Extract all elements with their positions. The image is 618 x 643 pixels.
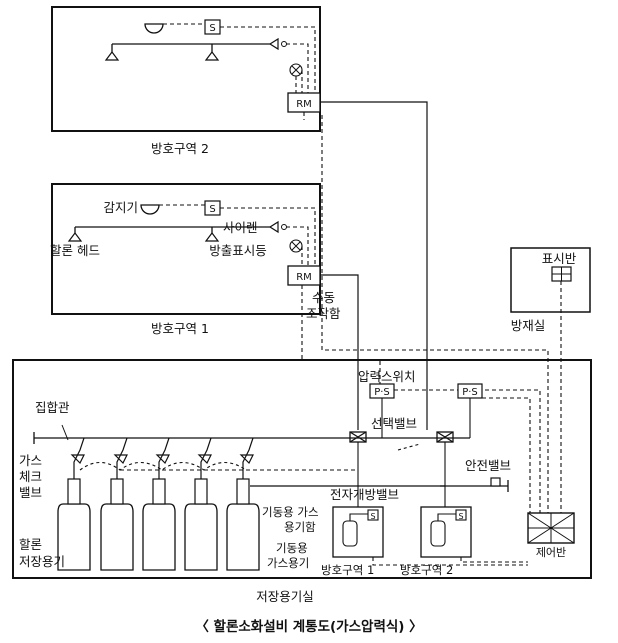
safety-valve-icon [490, 477, 501, 487]
halon-storage-bottles [57, 437, 260, 571]
detector-icon [144, 23, 164, 34]
detector-label: 감지기 [103, 200, 138, 215]
halon-head-icon [67, 232, 83, 242]
siren-icon [268, 37, 279, 51]
display-panel-label: 표시반 [542, 251, 577, 266]
manifold-label: 집합관 [35, 400, 70, 415]
storage-room: 집합관 선택밸브 P·S P·S 압력스위치 안전밸브 전자개방밸 [12, 359, 592, 579]
ps-label-1: P·S [374, 387, 390, 398]
detector-icon [140, 204, 160, 215]
starter-gas-label-1: 기동용 [276, 541, 308, 555]
storage-room-label: 저장용기실 [256, 589, 314, 604]
protection-zone-2: S RM 방호구역 2 [51, 6, 321, 156]
starter-gas-label-2: 가스용기 [267, 556, 309, 570]
s-label: S [370, 512, 375, 521]
rm-label: RM [296, 99, 312, 110]
halon-head-icon [204, 51, 220, 61]
s-label: S [209, 23, 215, 34]
solenoid-valve-label: 전자개방밸브 [330, 487, 399, 502]
protection-zone-1: S RM 감지기 사이렌 할론 헤드 방출표시등 방호구역 1 [50, 183, 321, 336]
halon-storage-label-2: 저장용기 [19, 554, 65, 569]
siren-icon [268, 220, 279, 234]
halon-storage-label-1: 할론 [19, 537, 42, 552]
halon-head-icon [104, 51, 120, 61]
box-zone1-label: 방호구역 1 [321, 563, 374, 577]
zone1-label: 방호구역 1 [151, 321, 209, 336]
disaster-room-label: 방재실 [511, 318, 546, 333]
zone2-label: 방호구역 2 [151, 141, 209, 156]
starter-box-label-2: 용기함 [284, 520, 316, 534]
halon-head-icon [204, 232, 220, 242]
starter-box-label-1: 기동용 가스 [262, 505, 319, 519]
disaster-room: 표시반 방재실 [510, 247, 591, 333]
s-label: S [209, 204, 215, 215]
safety-valve-label: 안전밸브 [465, 458, 511, 473]
manual-box-label-2: 조작함 [306, 306, 341, 321]
rm-label: RM [296, 272, 312, 283]
gas-check-label-1: 가스 [19, 453, 42, 468]
signal-lines [301, 101, 562, 513]
s-label: S [458, 512, 463, 521]
manual-box-label-1: 수동 [312, 290, 335, 305]
box-zone2-label: 방호구역 2 [400, 563, 453, 577]
caption: 〈 할론소화설비 계통도(가스압력식) 〉 [195, 618, 422, 635]
gas-check-label-2: 체크 [19, 469, 42, 484]
discharge-lamp-label: 방출표시등 [209, 243, 267, 258]
selector-valve-1 [349, 431, 367, 443]
ps-label-2: P·S [462, 387, 478, 398]
siren-label: 사이렌 [223, 220, 258, 235]
pressure-switch-label: 압력스위치 [358, 369, 416, 384]
halon-head-label: 할론 헤드 [50, 243, 100, 258]
control-panel-label: 제어반 [536, 546, 566, 559]
selector-valve-label: 선택밸브 [371, 416, 417, 431]
selector-valve-2 [436, 431, 454, 443]
gas-check-label-3: 밸브 [19, 485, 42, 500]
